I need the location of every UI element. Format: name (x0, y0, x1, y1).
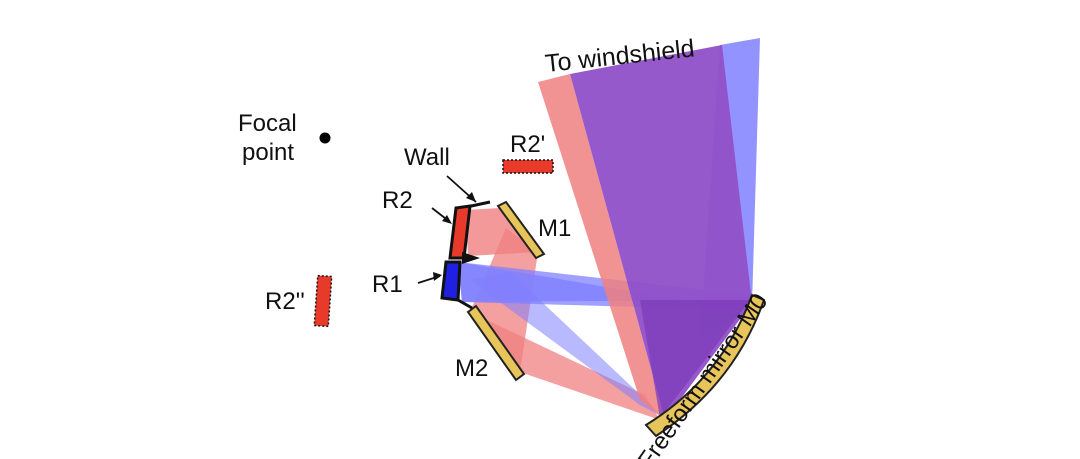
r1-label: R1 (372, 271, 403, 298)
arrows (417, 175, 477, 284)
r2-double-prime-label: R2'' (265, 288, 305, 315)
r2-prime-label: R2' (510, 131, 545, 158)
m1-label: M1 (538, 215, 571, 242)
focal-point-dot-icon (319, 132, 331, 144)
wall-label: Wall (404, 144, 450, 171)
focal-point-label-line2: point (242, 139, 294, 166)
mirror-m1 (496, 200, 546, 260)
m2-label: M2 (455, 355, 488, 382)
wall-separator-icon (462, 252, 480, 264)
virtual-image-r2-double-prime (313, 274, 333, 328)
virtual-image-r2-prime (502, 159, 554, 174)
overlap-beam-lower (640, 300, 750, 418)
r2-label: R2 (382, 187, 413, 214)
mirrors (466, 200, 766, 438)
red-beam-to-windshield (538, 74, 665, 420)
mirror-m0 (644, 293, 766, 438)
source-r1 (440, 260, 462, 302)
source-r2 (448, 204, 472, 260)
wall-lower (457, 298, 473, 310)
beams (458, 38, 760, 420)
mirror-m2 (466, 304, 526, 382)
red-beam-m2-to-m0 (470, 312, 660, 420)
focal-point-label-line1: Focal (238, 110, 297, 137)
sources (440, 200, 491, 310)
blue-beam-cross (470, 272, 665, 418)
